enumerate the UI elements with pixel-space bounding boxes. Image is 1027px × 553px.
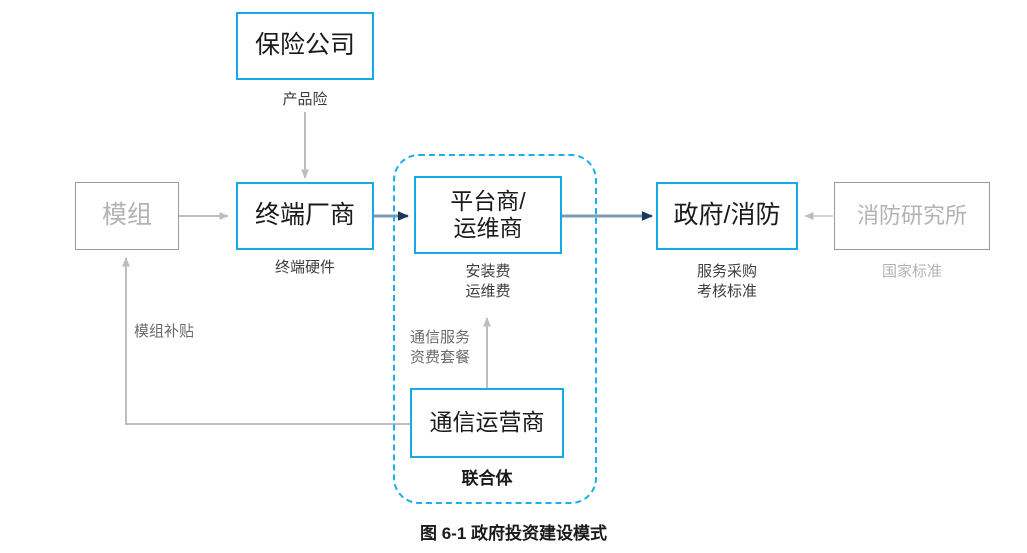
figure-caption: 图 6-1 政府投资建设模式: [419, 524, 608, 543]
node-fire-research-institute-label: 消防研究所: [856, 203, 967, 229]
node-module-label: 模组: [101, 201, 152, 230]
node-government-firefighting[interactable]: 政府/消防: [656, 182, 798, 250]
node-government-firefighting-label: 政府/消防: [673, 201, 781, 230]
caption-government-procurement: 服务采购 考核标准: [696, 263, 757, 300]
label-communication-service-tariff: 通信服务 资费套餐: [409, 329, 470, 366]
node-terminal-manufacturer-label: 终端厂商: [254, 201, 355, 230]
node-platform-operator-label: 平台商/ 运维商: [450, 187, 526, 241]
caption-consortium: 联合体: [461, 469, 513, 488]
caption-terminal-hardware: 终端硬件: [274, 259, 335, 276]
node-telecom-carrier-label: 通信运营商: [429, 409, 545, 436]
label-module-subsidy: 模组补贴: [134, 323, 195, 340]
caption-national-standard: 国家标准: [881, 263, 942, 280]
node-insurance-company[interactable]: 保险公司: [236, 12, 374, 80]
node-module[interactable]: 模组: [75, 182, 179, 250]
node-fire-research-institute[interactable]: 消防研究所: [834, 182, 990, 250]
caption-platform-fees: 安装费 运维费: [465, 263, 511, 300]
caption-insurance-product: 产品险: [282, 91, 328, 108]
node-insurance-company-label: 保险公司: [254, 31, 355, 60]
node-terminal-manufacturer[interactable]: 终端厂商: [236, 182, 374, 250]
edge-carrier-to-module: [122, 257, 410, 425]
node-telecom-carrier[interactable]: 通信运营商: [410, 388, 564, 458]
node-platform-operator[interactable]: 平台商/ 运维商: [414, 176, 562, 254]
